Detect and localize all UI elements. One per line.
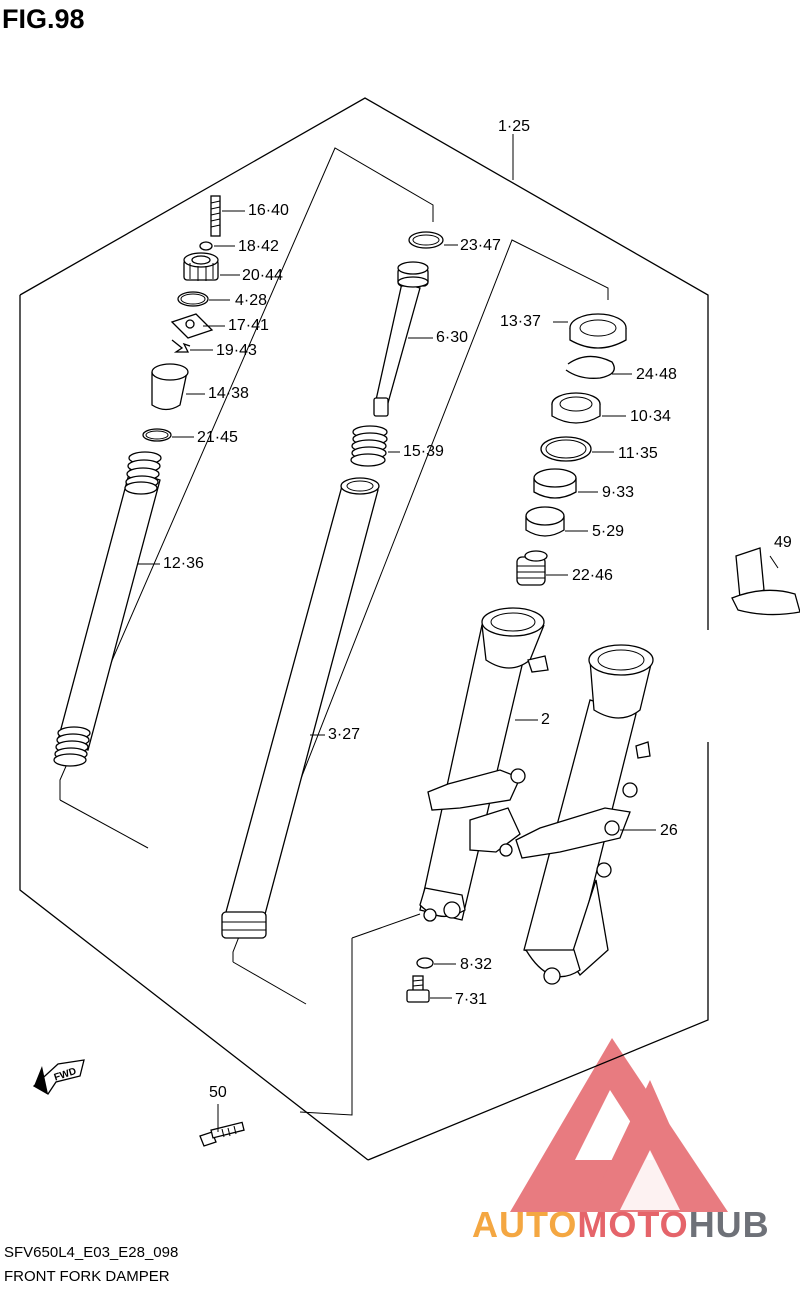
callout-49: 49	[774, 534, 792, 551]
watermark-hub: HUB	[688, 1204, 770, 1245]
callout-24-48: 24·48	[636, 366, 677, 383]
part-15-rebound-spring	[350, 425, 388, 467]
part-22-oil-lock-piece	[516, 550, 548, 586]
part-2-outer-tube	[419, 607, 549, 922]
callout-22-46: 22·46	[572, 567, 613, 584]
callout-19-43: 19·43	[216, 342, 257, 359]
part-17-washer	[170, 313, 214, 339]
part-12-fork-spring	[53, 451, 162, 767]
part-11-washer	[540, 436, 592, 462]
part-14-spacer	[151, 363, 189, 411]
callout-21-45: 21·45	[197, 429, 238, 446]
watermark-logo	[510, 1038, 728, 1212]
figure-code: SFV650L4_E03_E28_098	[4, 1244, 179, 1261]
callout-9-33: 9·33	[602, 484, 635, 501]
callout-11-35: 11·35	[618, 445, 658, 462]
callout-18-42: 18·42	[238, 238, 279, 255]
part-13-dust-seal	[569, 313, 627, 349]
callout-23-47: 23·47	[460, 237, 501, 254]
damper-group-boundary	[59, 147, 434, 849]
part-24-snap-ring	[565, 355, 615, 379]
callout-20-44: 20·44	[242, 267, 283, 284]
part-9-guide-metal	[533, 468, 577, 499]
callout-26: 26	[660, 822, 678, 839]
part-7-damper-bolt	[406, 975, 430, 1003]
part-50-bolt	[199, 1121, 245, 1147]
callout-7-31: 7·31	[455, 991, 488, 1008]
part-5-slide-metal	[525, 506, 565, 537]
watermark-moto: MOTO	[577, 1204, 689, 1245]
part-20-cap-bolt	[183, 252, 219, 281]
callout-6-30: 6·30	[436, 329, 469, 346]
callout-16-40: 16·40	[248, 202, 289, 219]
part-18-o-ring	[199, 241, 213, 251]
callout-14-38: 14·38	[208, 385, 249, 402]
watermark-text: AUTOMOTOHUB	[472, 1204, 770, 1246]
fwd-arrow-icon: FWD	[32, 1059, 85, 1095]
callout-8-32: 8·32	[460, 956, 493, 973]
part-16-adjuster-rod	[210, 195, 221, 237]
figure-title: FIG.98	[2, 4, 85, 34]
callout-10-34: 10·34	[630, 408, 671, 425]
part-19-clip	[171, 339, 191, 353]
part-6-damper-rod	[373, 261, 429, 417]
watermark-auto: AUTO	[472, 1204, 578, 1245]
callout-12-36: 12·36	[163, 555, 204, 572]
part-49-cover	[731, 547, 800, 616]
callout-17-41: 17·41	[228, 317, 269, 334]
part-10-oil-seal	[551, 392, 601, 424]
inner-tube-group-boundary	[232, 239, 609, 1116]
callout-15-39: 15·39	[403, 443, 444, 460]
callout-50: 50	[209, 1084, 227, 1101]
callout-1-25: 1·25	[498, 118, 531, 135]
callout-2: 2	[541, 711, 550, 728]
part-23-ring	[408, 231, 444, 249]
callout-13-37: 13·37	[500, 313, 541, 330]
figure-name: FRONT FORK DAMPER	[4, 1268, 170, 1285]
callout-3-27: 3·27	[328, 726, 361, 743]
assembly-boundary	[19, 97, 709, 1161]
part-8-gasket	[416, 957, 434, 969]
callout-4-28: 4·28	[235, 292, 268, 309]
part-3-inner-tube	[221, 477, 380, 939]
callout-5-29: 5·29	[592, 523, 625, 540]
part-26-outer-tube	[515, 644, 654, 985]
